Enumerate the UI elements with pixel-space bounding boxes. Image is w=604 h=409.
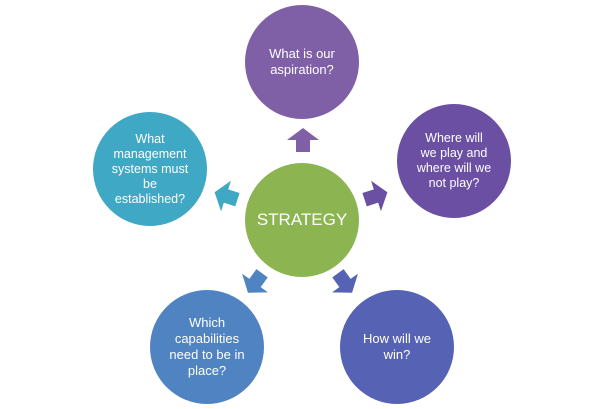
node-capabilities: Which capabilities need to be in place? [150,290,264,404]
node-where-to-play-label: Where will we play and where will we not… [416,131,492,190]
center-node-strategy: STRATEGY [245,163,359,277]
node-how-to-win: How will we win? [340,290,454,404]
arrow-icon-management-systems [214,180,240,212]
node-capabilities-label: Which capabilities need to be in place? [169,315,245,378]
node-aspiration: What is our aspiration? [245,5,359,119]
arrow-icon-aspiration [287,128,319,152]
arrow-icon-where-to-play [362,180,388,212]
center-node-label: STRATEGY [256,210,348,229]
arrow-icon-capabilities [242,269,268,293]
node-management-systems-label: What management systems must be establis… [111,131,189,206]
node-where-to-play: Where will we play and where will we not… [397,104,511,218]
node-how-to-win-label: How will we win? [363,331,431,362]
arrow-icon-how-to-win [332,269,358,293]
node-management-systems: What management systems must be establis… [93,112,207,226]
node-aspiration-label: What is our aspiration? [269,46,335,77]
